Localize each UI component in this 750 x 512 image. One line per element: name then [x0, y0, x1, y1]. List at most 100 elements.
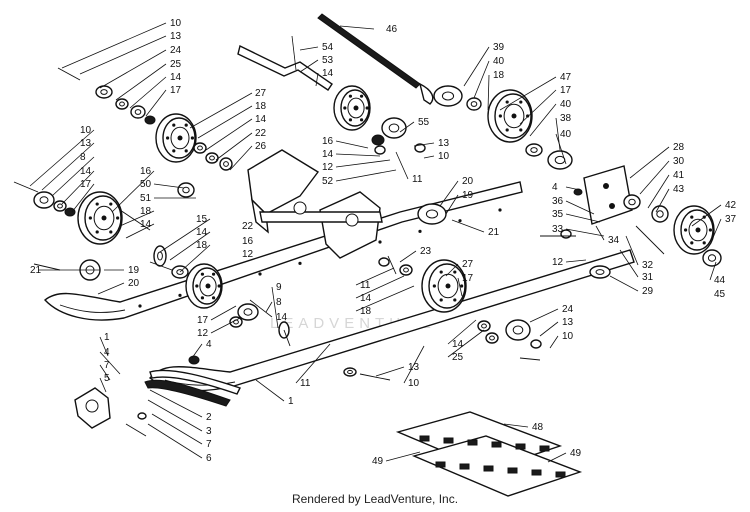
idler-wheel [333, 85, 371, 131]
part-callout: 22 [242, 221, 254, 232]
leader-line [565, 228, 605, 237]
leader-line [565, 213, 601, 223]
leader-line [399, 250, 417, 263]
part-callout: 33 [552, 224, 564, 235]
part-callout: 49 [570, 448, 582, 459]
part-callout: 48 [532, 422, 544, 433]
part-callout: 14 [196, 227, 208, 238]
rail-hole [138, 304, 142, 308]
rail-tip-plates [144, 369, 241, 407]
washer-bushing [530, 339, 542, 349]
bent-axle [237, 35, 333, 91]
track-cleat [443, 437, 454, 444]
washer-bushing [137, 412, 147, 420]
leader-line [655, 188, 670, 213]
leader-line [61, 22, 167, 69]
track-cleat [507, 467, 518, 474]
part-callout: 43 [673, 184, 685, 195]
part-callout: 23 [420, 246, 432, 257]
part-callout: 13 [438, 138, 450, 149]
part-callout: 25 [452, 352, 464, 363]
idler-wheel [77, 191, 123, 245]
part-callout: 12 [552, 257, 564, 268]
cross-shaft [317, 13, 434, 105]
rail-hole [378, 240, 382, 244]
rail-hole [298, 261, 302, 265]
idler-wheels [77, 85, 715, 313]
part-callout: 26 [255, 141, 267, 152]
leader-line [619, 249, 639, 278]
nut [573, 188, 583, 196]
leader-line [711, 218, 722, 241]
leader-line [99, 377, 107, 393]
leader-line [565, 186, 581, 191]
nut [64, 207, 76, 217]
leader-line [97, 282, 125, 295]
leader-line [215, 132, 253, 161]
idler-wheel [487, 89, 533, 143]
part-callout: 14 [140, 219, 152, 230]
part-callout: 46 [386, 24, 398, 35]
leader-line [179, 244, 211, 273]
leader-line [249, 299, 273, 318]
leader-line [205, 118, 253, 151]
rail-hole [458, 219, 462, 223]
leader-line [451, 219, 485, 233]
bolt [149, 261, 173, 271]
leader-line [339, 25, 375, 30]
rail-hole [178, 293, 182, 297]
part-callout: 17 [560, 85, 572, 96]
washer-bushing [378, 257, 390, 267]
part-callout: 6 [206, 453, 212, 464]
track-cleat [459, 463, 470, 470]
part-callout: 17 [462, 273, 474, 284]
leader-lines [29, 22, 722, 463]
idler-wheel [155, 113, 197, 163]
part-callout: 18 [196, 240, 208, 251]
part-callout: 13 [562, 317, 574, 328]
leader-line [210, 317, 241, 334]
part-callout: 25 [170, 59, 182, 70]
leader-line [473, 60, 490, 99]
leader-line [210, 305, 237, 321]
track-cleat-assembly [395, 411, 583, 497]
leader-line [503, 423, 529, 428]
part-callout: 17 [197, 315, 209, 326]
part-callout: 8 [80, 152, 86, 163]
part-callout: 40 [493, 56, 505, 67]
part-callout: 54 [322, 42, 334, 53]
part-callout: 18 [493, 70, 505, 81]
part-callout: 11 [412, 174, 423, 185]
part-callout: 37 [725, 214, 737, 225]
part-callout: 11 [360, 280, 371, 291]
part-callout: 35 [552, 209, 564, 220]
part-callout: 24 [562, 304, 574, 315]
leader-line [445, 194, 459, 215]
leader-line [111, 170, 155, 213]
leader-line [439, 180, 459, 207]
leader-line [609, 275, 639, 292]
leader-line [399, 121, 415, 133]
leader-line [499, 76, 557, 111]
part-callout: 31 [642, 272, 654, 283]
part-callout: 8 [276, 297, 282, 308]
rail-hole [418, 229, 422, 233]
idler-wheel [185, 263, 223, 309]
leader-line [375, 366, 405, 377]
part-callout: 21 [30, 265, 42, 276]
leader-line [487, 74, 490, 111]
leader-line [709, 261, 717, 281]
part-callout: 16 [140, 166, 152, 177]
part-callout: 13 [80, 138, 92, 149]
part-callout: 50 [140, 179, 152, 190]
part-callout: 12 [322, 162, 334, 173]
part-callout: 20 [128, 278, 140, 289]
part-callout: 1 [288, 396, 294, 407]
part-callout: 4 [104, 347, 110, 358]
leader-line [265, 301, 273, 313]
part-callout: 16 [322, 136, 334, 147]
part-callout: 4 [552, 182, 558, 193]
part-callout: 29 [642, 286, 654, 297]
track-cleat [467, 439, 478, 446]
part-callout: 42 [725, 200, 737, 211]
